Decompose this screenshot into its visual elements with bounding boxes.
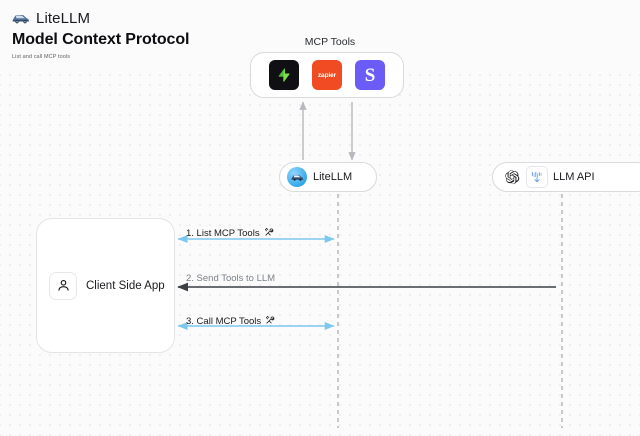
- litellm-car-logo-icon: [12, 11, 30, 25]
- node-client-side-app[interactable]: Client Side App: [36, 218, 175, 353]
- supabase-logo-icon[interactable]: [269, 60, 299, 90]
- flow-label-3: 3. Call MCP Tools: [186, 315, 275, 328]
- tools-wrench-icon: [265, 315, 275, 328]
- node-llm-api[interactable]: LLM API: [492, 162, 640, 192]
- brand-name: LiteLLM: [36, 9, 91, 27]
- zapier-wordmark: zapier: [317, 71, 337, 79]
- flow-label-2-text: 2. Send Tools to LLM: [186, 273, 276, 284]
- anthropic-logo-icon: [526, 166, 548, 188]
- page-title: Model Context Protocol: [12, 31, 190, 48]
- openai-logo-icon: [501, 167, 521, 187]
- tools-wrench-icon: [264, 227, 274, 240]
- node-client-label: Client Side App: [86, 279, 165, 292]
- node-litellm[interactable]: LiteLLM: [279, 162, 377, 192]
- mcp-tools-group[interactable]: zapier S: [250, 52, 404, 98]
- node-llm-api-label: LLM API: [553, 171, 595, 183]
- flow-label-1-text: 1. List MCP Tools: [186, 228, 260, 239]
- flow-label-1: 1. List MCP Tools: [186, 227, 274, 240]
- litellm-avatar-icon: [287, 167, 307, 187]
- mcp-tools-label: MCP Tools: [304, 36, 356, 48]
- stripe-wordmark: S: [364, 64, 376, 86]
- stripe-logo-icon[interactable]: S: [355, 60, 385, 90]
- page-subtitle: List and call MCP tools: [12, 54, 71, 60]
- connector-layer: [177, 101, 563, 428]
- flow-label-3-text: 3. Call MCP Tools: [186, 316, 262, 327]
- zapier-logo-icon[interactable]: zapier: [312, 60, 342, 90]
- brand: LiteLLM: [12, 8, 90, 28]
- node-litellm-label: LiteLLM: [313, 171, 353, 183]
- user-person-icon: [49, 271, 77, 300]
- diagram-canvas[interactable]: MCP Tools zapier S: [0, 36, 640, 436]
- flow-label-2: 2. Send Tools to LLM: [186, 273, 275, 284]
